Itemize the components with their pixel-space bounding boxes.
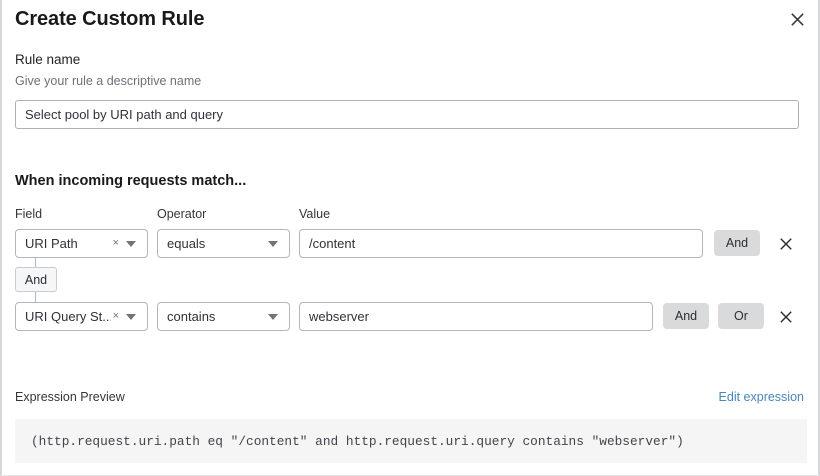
and-button-row-2[interactable]: And — [663, 303, 709, 329]
chevron-down-icon-operator-row-1 — [268, 240, 278, 247]
column-header-field: Field — [15, 207, 43, 221]
close-glyph — [790, 12, 804, 26]
connector-and-badge[interactable]: And — [15, 267, 57, 292]
expression-preview-box: (http.request.uri.path eq "/content" and… — [15, 419, 807, 463]
field-select-row-1[interactable]: URI Path × — [15, 229, 148, 258]
rule-name-input[interactable] — [15, 100, 799, 129]
page-title: Create Custom Rule — [15, 8, 205, 30]
chevron-down-icon-field-row-2 — [126, 313, 136, 320]
clear-icon-row-1[interactable]: × — [112, 237, 119, 249]
connector-line-bottom — [35, 290, 36, 304]
expression-preview-text: (http.request.uri.path eq "/content" and… — [31, 433, 684, 449]
connector-line-top — [35, 257, 36, 269]
column-header-operator: Operator — [157, 207, 207, 221]
close-icon[interactable] — [784, 6, 810, 32]
delete-row-icon-row-2[interactable] — [777, 307, 795, 327]
x-glyph-row-1 — [780, 238, 792, 250]
match-section-heading: When incoming requests match... — [15, 173, 247, 189]
or-button-row-2[interactable]: Or — [718, 303, 764, 329]
rule-name-label: Rule name — [15, 52, 81, 67]
operator-select-value-row-2: contains — [167, 309, 216, 324]
field-select-row-2[interactable]: URI Query St... × — [15, 302, 148, 331]
rule-name-help-text: Give your rule a descriptive name — [15, 74, 202, 88]
operator-select-value-row-1: equals — [167, 236, 206, 251]
operator-select-row-2[interactable]: contains — [157, 302, 290, 331]
column-header-value: Value — [299, 207, 331, 221]
value-input-row-1[interactable] — [299, 229, 703, 258]
delete-row-icon-row-1[interactable] — [777, 234, 795, 254]
value-input-row-2[interactable] — [299, 302, 653, 331]
chevron-down-icon-field-row-1 — [126, 240, 136, 247]
field-select-value-row-1: URI Path — [25, 236, 78, 251]
clear-icon-row-2[interactable]: × — [112, 310, 119, 322]
operator-select-row-1[interactable]: equals — [157, 229, 290, 258]
and-button-row-1[interactable]: And — [714, 230, 760, 256]
edit-expression-link[interactable]: Edit expression — [718, 390, 804, 404]
chevron-down-icon-operator-row-2 — [268, 313, 278, 320]
x-glyph-row-2 — [780, 311, 792, 323]
expression-preview-label: Expression Preview — [15, 390, 125, 404]
field-select-value-row-2: URI Query St... — [25, 309, 111, 324]
